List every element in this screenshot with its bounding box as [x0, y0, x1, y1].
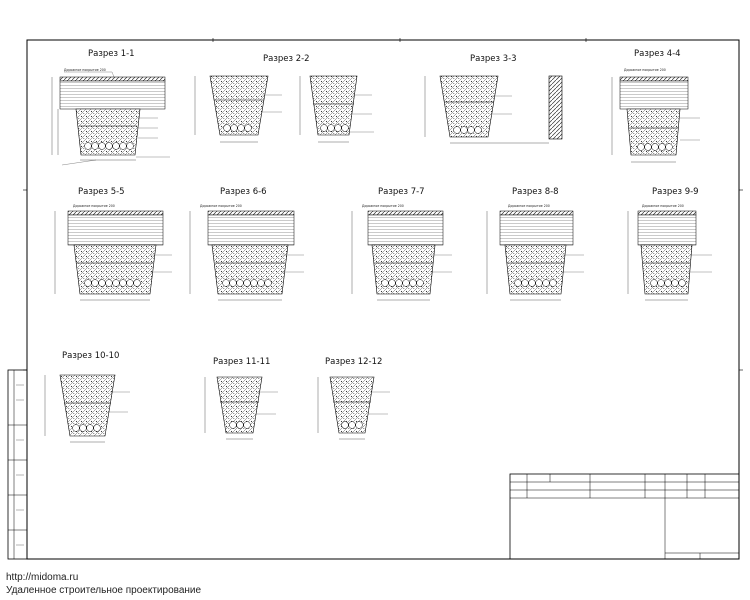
left-binding-strip: [7, 369, 28, 560]
section-6-6: Разрез 6-6 Дорожное покрытие 200: [189, 187, 304, 301]
pavement-label: Дорожное покрытие 200: [362, 204, 404, 208]
section-8-8: Разрез 8-8 Дорожное покрытие 200: [486, 187, 584, 301]
pavement-label: Дорожное покрытие 200: [73, 204, 115, 208]
section-title: Разрез 9-9: [652, 187, 699, 197]
section-10-10: Разрез 10-10: [44, 351, 130, 443]
section-5-5: Разрез 5-5 Дорожное покрытие 200: [54, 187, 172, 301]
section-title: Разрез 8-8: [512, 187, 559, 197]
section-title: Разрез 6-6: [220, 187, 267, 197]
footer-caption: Удаленное строительное проектирование: [6, 585, 202, 596]
title-block: [509, 473, 740, 560]
pavement-label: Дорожное покрытие 200: [200, 204, 242, 208]
section-7-7: Разрез 7-7 Дорожное покрытие 200: [351, 187, 452, 301]
section-3-3: Разрез 3-3: [424, 54, 563, 144]
section-title: Разрез 1-1: [88, 49, 135, 59]
section-title: Разрез 5-5: [78, 187, 125, 197]
section-title: Разрез 3-3: [470, 54, 517, 64]
section-title: Разрез 11-11: [213, 357, 270, 367]
section-9-9: Разрез 9-9 Дорожное покрытие 200: [627, 187, 712, 301]
section-12-12: Разрез 12-12: [317, 357, 390, 440]
section-2-2: Разрез 2-2: [194, 54, 374, 143]
section-title: Разрез 7-7: [378, 187, 425, 197]
section-title: Разрез 2-2: [263, 54, 310, 64]
pavement-label: Дорожное покрытие 200: [64, 68, 106, 72]
pavement-label: Дорожное покрытие 200: [624, 68, 666, 72]
pavement-label: Дорожное покрытие 200: [642, 204, 684, 208]
section-title: Разрез 4-4: [634, 49, 681, 59]
section-title: Разрез 10-10: [62, 351, 119, 361]
sheet-frame: [26, 39, 740, 560]
footer-url[interactable]: http://midoma.ru: [6, 572, 79, 583]
section-11-11: Разрез 11-11: [204, 357, 278, 440]
section-title: Разрез 12-12: [325, 357, 382, 367]
section-4-4: Разрез 4-4 Дорожное покрытие 200: [611, 49, 700, 163]
section-1-1: Разрез 1-1 Дорожное покрытие 200: [51, 49, 170, 166]
pavement-label: Дорожное покрытие 200: [508, 204, 550, 208]
